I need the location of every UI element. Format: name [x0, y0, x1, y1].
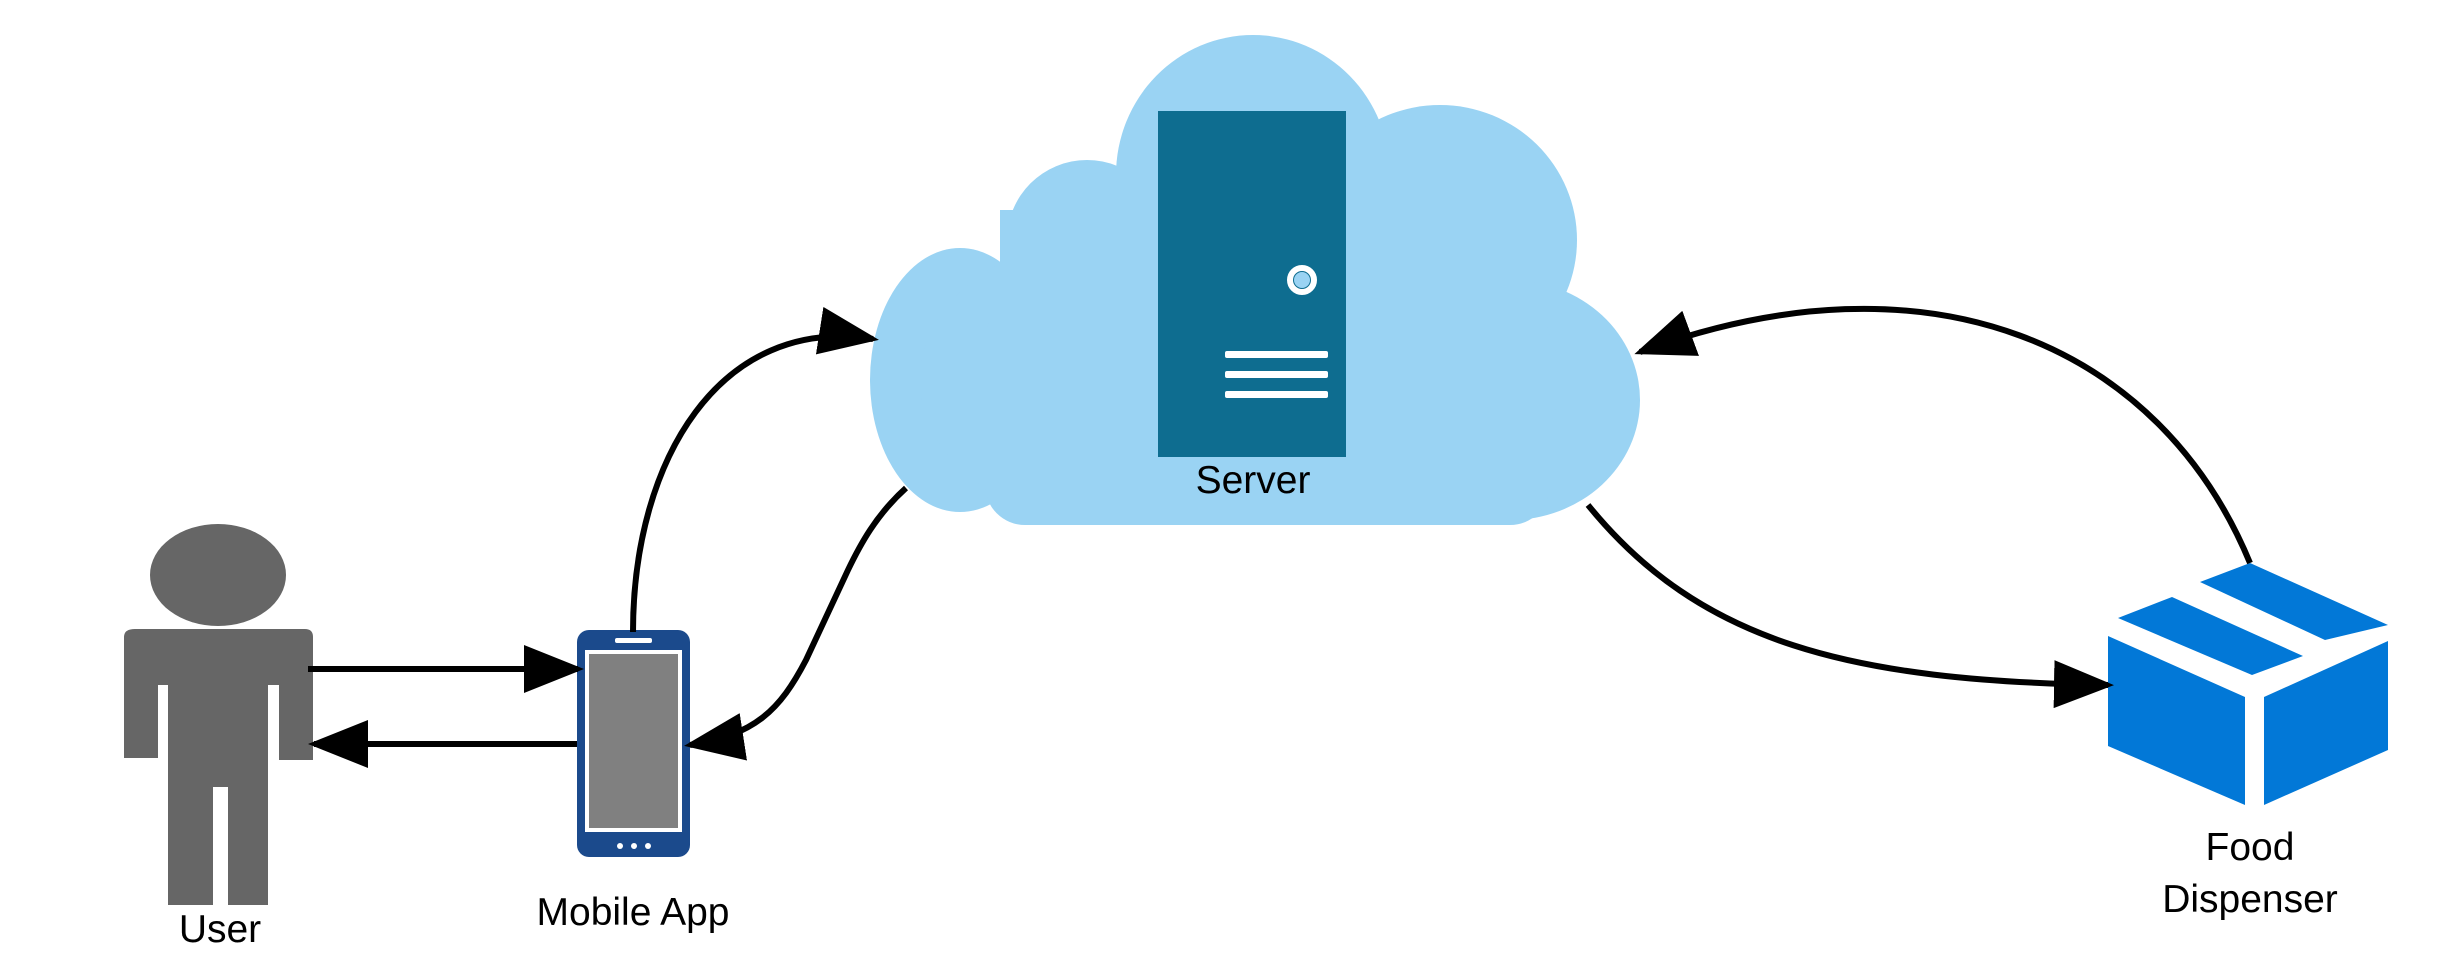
food-dispenser-label-line2: Dispenser — [2162, 878, 2338, 921]
user-label: User — [179, 908, 261, 951]
food-dispenser-node[interactable]: Food Dispenser — [2108, 563, 2388, 921]
server-label: Server — [1196, 459, 1311, 502]
mobile-app-node[interactable]: Mobile App — [537, 630, 730, 934]
connections — [308, 305, 2253, 768]
edge-food-dispenser-to-server[interactable] — [1634, 305, 2253, 565]
server-node[interactable]: Server — [870, 35, 1640, 525]
user-node[interactable]: User — [124, 524, 313, 951]
smartphone-icon — [577, 630, 690, 857]
person-icon — [124, 524, 313, 905]
edge-mobile-app-to-server[interactable] — [630, 306, 879, 633]
food-dispenser-label-line1: Food — [2206, 826, 2295, 869]
box-icon — [2108, 563, 2388, 805]
edge-server-to-food-dispenser[interactable] — [1585, 503, 2114, 709]
mobile-app-label: Mobile App — [537, 891, 730, 934]
edge-server-to-mobile-app[interactable] — [684, 485, 909, 761]
server-tower-icon — [1158, 111, 1346, 457]
